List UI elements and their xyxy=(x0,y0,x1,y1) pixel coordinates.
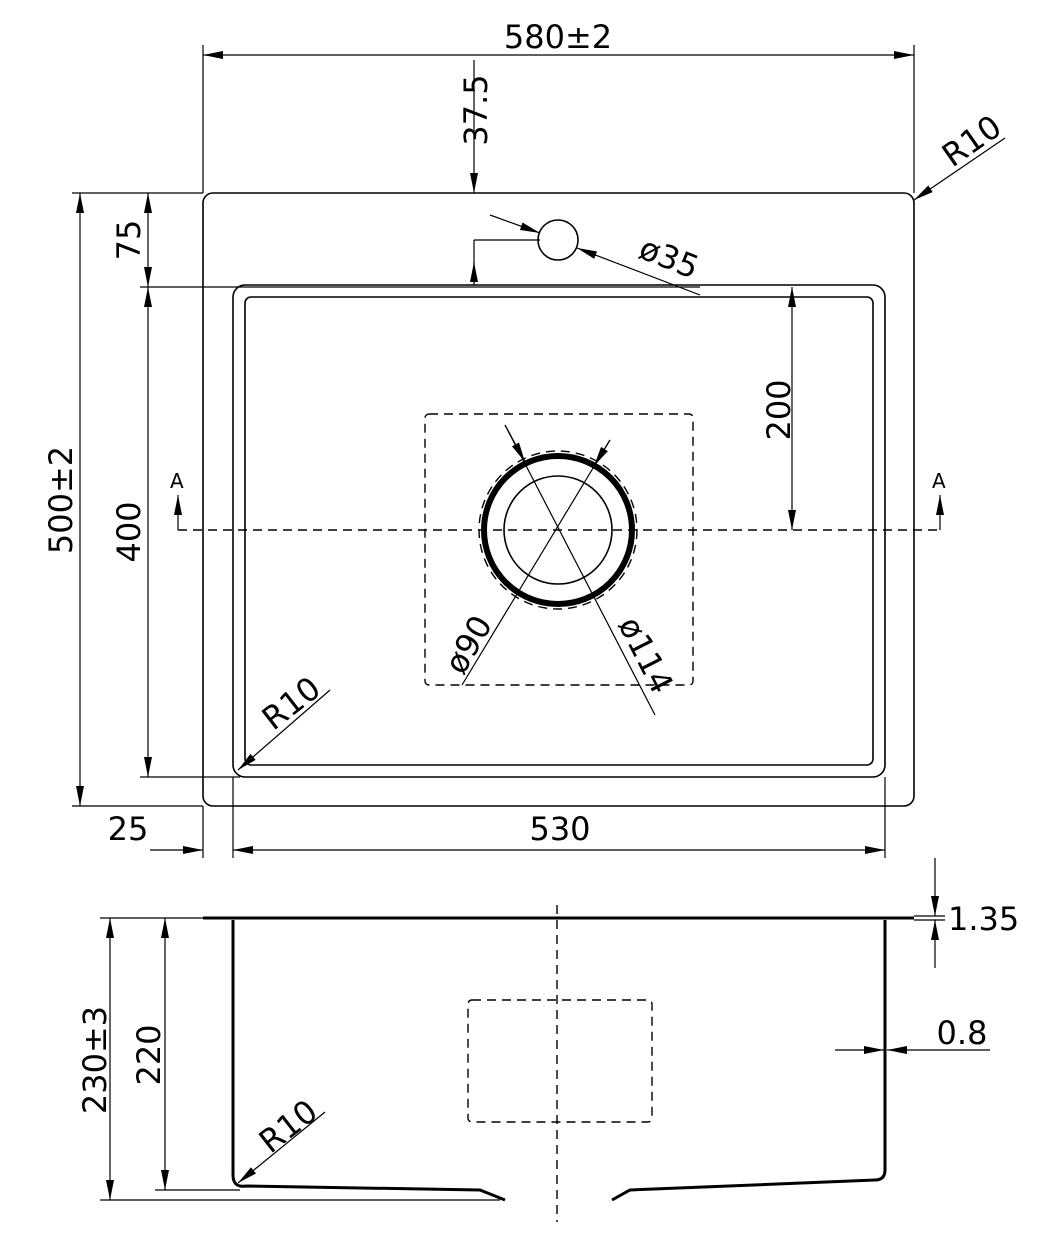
dim-tap-diameter: ø35 xyxy=(634,229,704,287)
side-view: 230±3 220 1.35 0.8 R10 xyxy=(76,858,1019,1222)
dim-flange-thickness: 1.35 xyxy=(948,900,1019,938)
dim-flange-side: 25 xyxy=(108,810,149,848)
dim-bowl-width: 530 xyxy=(529,810,590,848)
dim-bowl-radius: R10 xyxy=(255,669,328,738)
dim-overall-width: 580±2 xyxy=(504,18,612,56)
dim-overall-height: 230±3 xyxy=(76,1006,114,1114)
dim-bottom-radius: R10 xyxy=(252,1092,325,1161)
dim-tap-offset: 37.5 xyxy=(457,74,495,145)
dim-drain-outer: ø114 xyxy=(611,610,681,699)
section-mark-right: A xyxy=(932,469,946,493)
drain-area-side xyxy=(467,999,653,1123)
dim-drain-offset: 200 xyxy=(760,379,798,440)
drain-inner xyxy=(503,475,613,585)
side-profile xyxy=(203,916,914,1202)
dim-drain-inner: ø90 xyxy=(437,609,500,680)
sink-outline xyxy=(202,192,915,807)
dim-bowl-height: 220 xyxy=(130,1024,168,1085)
bowl-inner-outline xyxy=(244,296,874,766)
dim-wall-thickness: 0.8 xyxy=(937,1014,988,1052)
tap-hole xyxy=(537,219,579,261)
dim-outer-radius: R10 xyxy=(935,107,1008,174)
section-mark-left: A xyxy=(170,469,184,493)
drain-area xyxy=(424,413,694,686)
dim-flange-top: 75 xyxy=(110,220,148,261)
top-view: A A 580±2 37.5 ø35 R10 75 500±2 400 xyxy=(42,18,1008,858)
bowl-outline xyxy=(232,284,886,778)
dim-overall-depth: 500±2 xyxy=(42,446,80,554)
dim-bowl-length: 400 xyxy=(110,501,148,562)
